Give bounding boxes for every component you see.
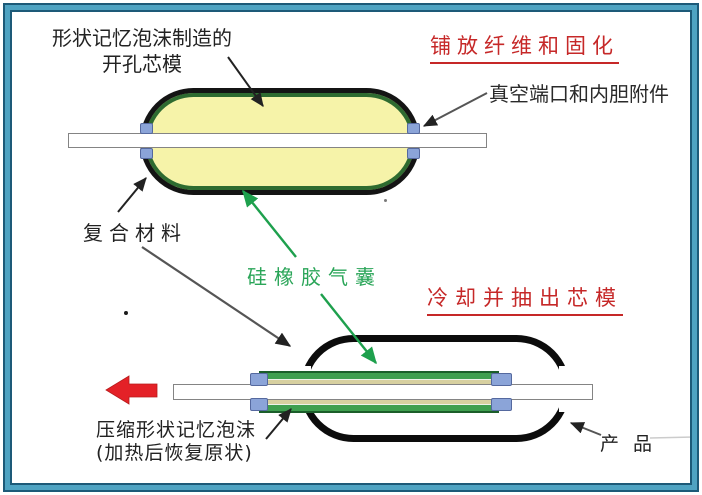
label-product: 产 品: [600, 433, 657, 455]
ink-speck: [384, 199, 387, 202]
mandrel-shaft-bottom: [173, 384, 593, 400]
label-open-cell-mandrel: 形状记忆泡沫制造的 开孔芯模: [36, 25, 248, 77]
label-open-cell-mandrel-line2: 开孔芯模: [102, 52, 182, 76]
arrow-compressed-foam: [265, 408, 292, 440]
silicone-bladder-layer-bottom: [259, 404, 499, 413]
label-compressed-foam-line1: 压缩形状记忆泡沫: [96, 419, 257, 441]
ink-speck: [124, 311, 128, 315]
stage2-title-cool-and-extract-mandrel: 冷却并抽出芯模: [427, 282, 623, 316]
vacuum-port-fitting: [140, 148, 153, 159]
arrow-composite-to-top-shell: [117, 177, 147, 213]
vacuum-port-fitting: [140, 123, 153, 134]
compressed-foam-layer-top: [259, 380, 499, 384]
arrow-product: [569, 422, 602, 436]
label-vacuum-port-and-liner-attachment: 真空端口和内胆附件: [489, 82, 669, 106]
vacuum-port-fitting: [407, 123, 420, 134]
compressed-foam-layer-bottom: [259, 400, 499, 404]
arrow-bladder-to-top: [242, 189, 297, 258]
end-fitting: [491, 398, 512, 411]
end-fitting: [491, 373, 512, 386]
label-silicone-rubber-bladder: 硅橡胶气囊: [247, 265, 382, 289]
faint-dash: [649, 436, 695, 439]
extract-direction-arrow: [105, 375, 158, 405]
label-compressed-foam-line2: (加热后恢复原状): [96, 442, 253, 464]
label-compressed-shape-memory-foam: 压缩形状记忆泡沫 (加热后恢复原状): [96, 419, 256, 465]
arrow-vacuum-port: [422, 92, 488, 127]
silicone-bladder-layer-top: [259, 371, 499, 380]
label-open-cell-mandrel-line1: 形状记忆泡沫制造的: [52, 26, 232, 50]
label-composite-material: 复合材料: [83, 221, 187, 245]
stage1-title-lay-fiber-and-cure: 铺放纤维和固化: [430, 30, 619, 64]
vacuum-port-fitting: [407, 148, 420, 159]
mandrel-shaft-top: [68, 133, 487, 148]
end-fitting: [250, 373, 268, 386]
end-fitting: [250, 398, 268, 411]
